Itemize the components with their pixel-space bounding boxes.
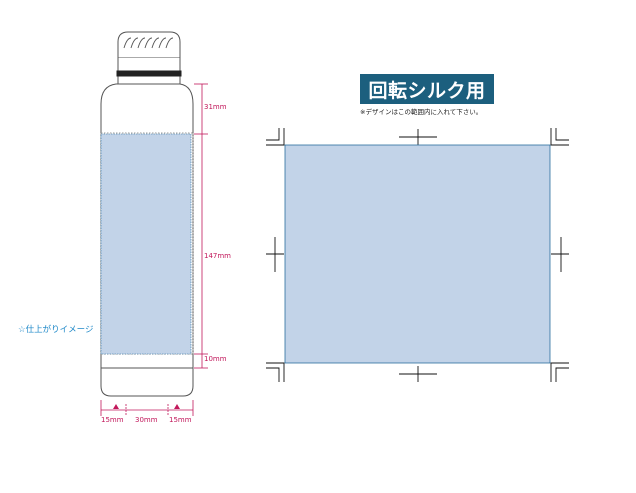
dim-arrow-right [174,404,180,409]
template-title: 回転シルク用 [360,74,494,104]
dim-label-left-margin: 15mm [101,416,124,424]
bottle-band [116,70,182,77]
cap-grip-ridges [123,37,174,49]
bottle-cap [117,31,181,59]
dim-label-print-width: 30mm [135,416,158,424]
template-note: ※デザインはこの範囲内に入れて下さい。 [360,108,483,116]
dim-arrow-left [113,404,119,409]
bottle-print-area [100,133,192,355]
horizontal-dimension [100,400,194,416]
dim-label-print-height: 147mm [204,252,231,260]
vertical-dimension [194,83,208,369]
template-print-area [284,144,551,364]
dim-label-top-margin: 31mm [204,103,227,111]
dim-label-right-margin: 15mm [169,416,192,424]
crop-marks [266,128,569,382]
preview-label: ☆仕上がりイメージ [18,325,94,335]
dim-label-bottom-margin: 10mm [204,355,227,363]
